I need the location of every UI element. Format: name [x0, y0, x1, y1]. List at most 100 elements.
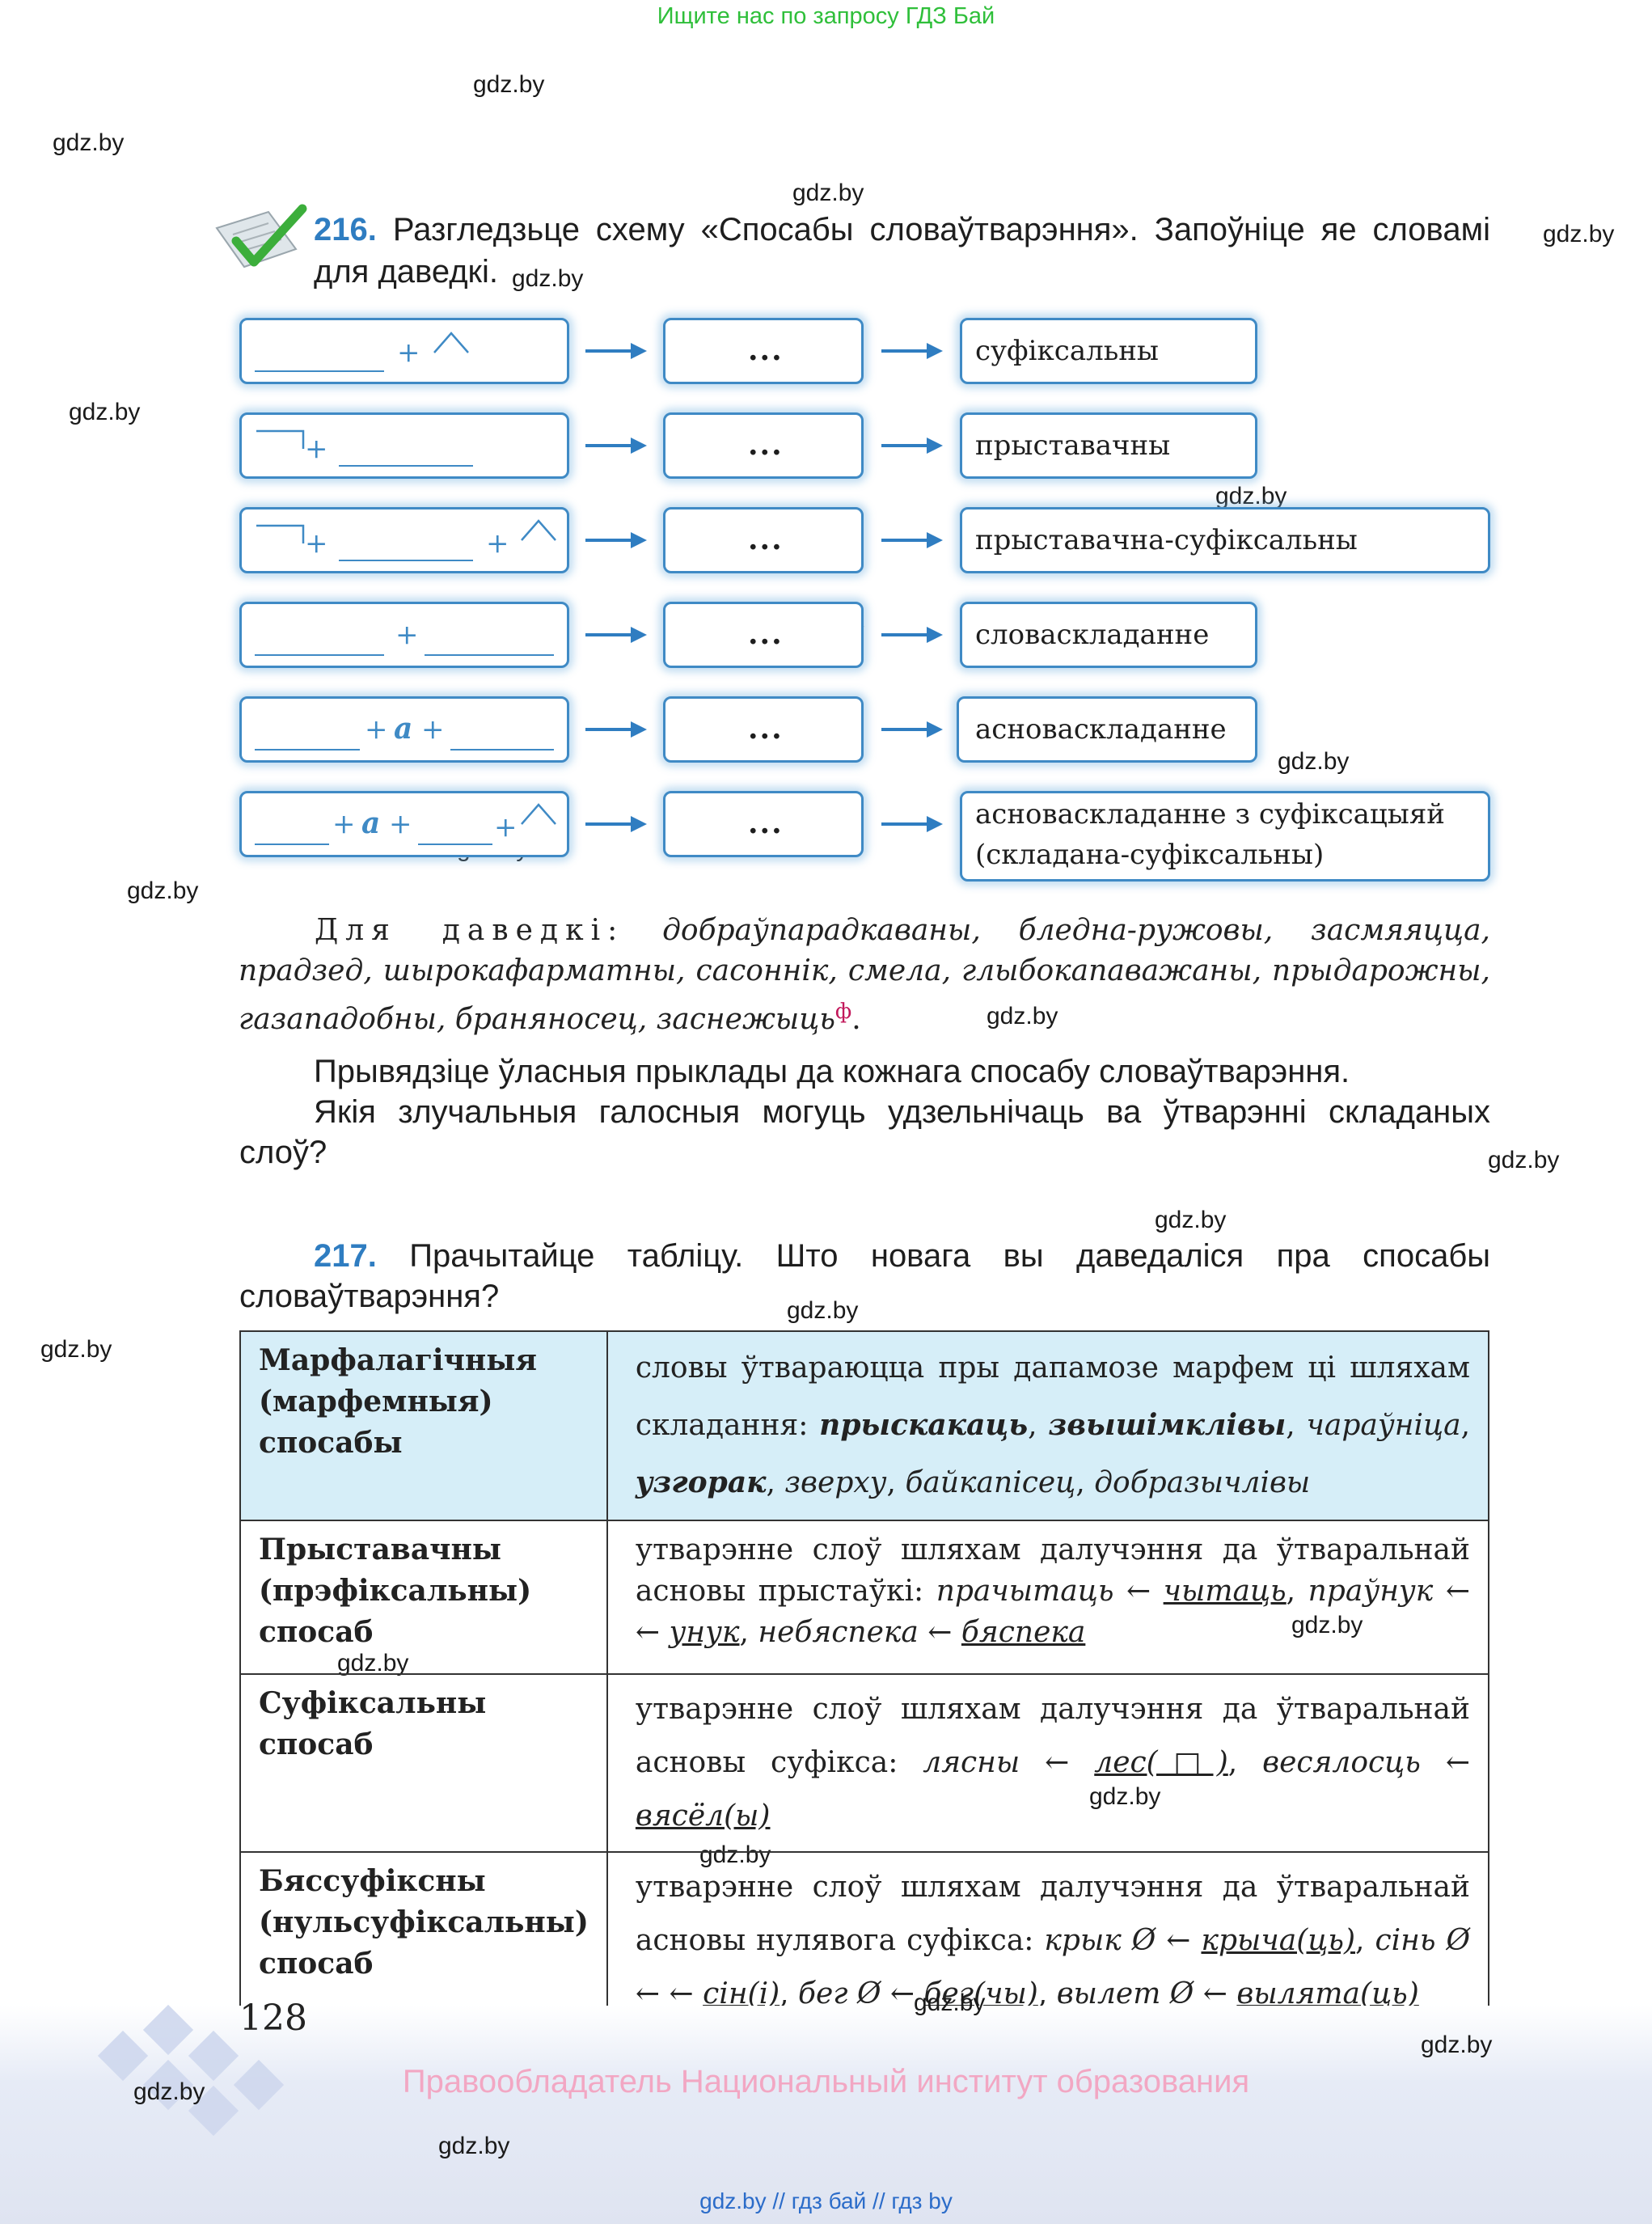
table-row: Прыставачны (прэфіксальны) спосаб утварэ…: [239, 1520, 1490, 1675]
task-216-number: 216.: [314, 212, 377, 247]
table-data-cell: утварэнне слоў шляхам далучэння да ўтвар…: [606, 1520, 1490, 1675]
derivation-arrow: ←: [927, 1616, 953, 1649]
example-word: сін(і): [703, 1977, 780, 2010]
suffix-symbol: [521, 519, 556, 541]
ellipsis: ...: [748, 522, 784, 556]
scheme-result-box: асноваскладанне: [957, 696, 1257, 763]
scheme-formula-box: + a + +: [239, 791, 569, 857]
scheme-formula-box: +: [239, 602, 569, 668]
ellipsis: ...: [748, 617, 784, 651]
plus-sign: +: [421, 713, 445, 746]
derivation-arrow: ←: [1445, 1575, 1470, 1608]
cell-text: словы ўтвараюцца пры дапамозе марфем ці …: [635, 1351, 1470, 1442]
scheme-result-text: словаскладанне: [975, 619, 1210, 651]
ellipsis: ...: [748, 806, 784, 840]
table-header-cell: Марфалагічныя (марфемныя) спосабы: [239, 1330, 608, 1521]
example-word: праўнук: [1308, 1575, 1434, 1608]
watermark: gdz.by: [1278, 748, 1350, 775]
example-word: крык Ø: [1044, 1924, 1156, 1957]
footer-band: [0, 2006, 1652, 2224]
task-216: 216. Разгледзьце схему «Спосабы словаўтв…: [314, 209, 1490, 293]
arrow-right-icon: [881, 721, 943, 738]
header-line: Марфалагічныя: [259, 1343, 537, 1377]
task-217-text: Прачытайце табліцу. Што новага вы даведа…: [239, 1238, 1490, 1314]
example-word: добразычлівы: [1094, 1466, 1311, 1499]
table-header-cell: Суфіксальны спосаб: [239, 1673, 608, 1853]
example-word: зверху: [784, 1466, 887, 1499]
prefix-symbol: [256, 524, 305, 543]
watermark: gdz.by: [1215, 483, 1287, 509]
scheme-blank-box: ...: [663, 791, 864, 857]
scheme-result-text: асноваскладанне: [975, 713, 1227, 746]
header-line: (нульсуфіксальны): [259, 1905, 589, 1939]
top-banner[interactable]: Ищите нас по запросу ГДЗ Бай: [657, 3, 995, 29]
word-formation-table: Марфалагічныя (марфемныя) спосабы словы …: [239, 1330, 1490, 2037]
plus-sign: +: [332, 808, 356, 840]
ellipsis: ...: [748, 712, 784, 746]
example-word: крыча(ць): [1201, 1924, 1355, 1957]
scheme-blank-box: ...: [663, 507, 864, 573]
example-word: прыскакаць: [819, 1408, 1029, 1442]
derivation-arrow: ←: [635, 1977, 661, 2010]
scheme-blank-box: ...: [663, 602, 864, 668]
bottom-links[interactable]: gdz.by // гдз бай // гдз by: [699, 2188, 953, 2213]
example-word: бег Ø: [798, 1977, 881, 2010]
scheme-result-text: прыставачна-суфіксальны: [975, 524, 1358, 556]
reference-words: Для даведкі: добраўпарадкаваны, бледна-р…: [239, 911, 1490, 1040]
arrow-right-icon: [585, 721, 647, 738]
scheme-result-text: прыставачны: [975, 429, 1171, 462]
derivation-arrow: ←: [889, 1977, 915, 2010]
table-data-cell: словы ўтвараюцца пры дапамозе марфем ці …: [606, 1330, 1490, 1521]
example-word: чараўніца: [1306, 1409, 1461, 1442]
header-line: спосаб: [259, 1727, 374, 1761]
example-word: весялосць: [1262, 1746, 1421, 1779]
example-word: лясны: [923, 1746, 1020, 1779]
arrow-right-icon: [881, 816, 943, 832]
ellipsis: ...: [748, 333, 784, 367]
connecting-vowel: a: [394, 712, 413, 746]
diamond-pattern-icon: [97, 2004, 285, 2137]
example-word: унук: [669, 1616, 740, 1649]
scheme-result-box: прыставачны: [960, 412, 1257, 479]
header-line: спосаб: [259, 1615, 374, 1649]
plus-sign: +: [494, 811, 518, 844]
example-word: прачытаць: [936, 1575, 1114, 1608]
table-data-cell: утварэнне слоў шляхам далучэння да ўтвар…: [606, 1673, 1490, 1853]
watermark: gdz.by: [40, 1336, 112, 1363]
watermark: gdz.by: [1488, 1147, 1560, 1173]
ellipsis: ...: [748, 428, 784, 462]
scheme-formula-box: +: [239, 412, 569, 479]
scheme-result-text: (складана-суфіксальны): [975, 839, 1325, 871]
scheme-result-text: асноваскладанне з суфіксацыяй: [975, 798, 1445, 831]
watermark: gdz.by: [792, 180, 864, 206]
derivation-arrow: ←: [1445, 1746, 1470, 1779]
watermark: gdz.by: [133, 2078, 205, 2105]
arrow-right-icon: [585, 438, 647, 454]
watermark: gdz.by: [1543, 221, 1615, 247]
example-word: вясёл(ы): [635, 1799, 771, 1833]
scheme-result-text: суфіксальны: [975, 335, 1159, 367]
header-line: спосабы: [259, 1426, 403, 1460]
suffix-symbol: [521, 803, 556, 825]
derivation-arrow: ←: [1166, 1924, 1191, 1957]
header-line: Прыставачны: [259, 1533, 501, 1567]
task-217-number: 217.: [314, 1238, 377, 1274]
arrow-right-icon: [881, 438, 943, 454]
reference-label: Для даведкі:: [315, 914, 625, 947]
table-header-cell: Прыставачны (прэфіксальны) спосаб: [239, 1520, 608, 1675]
scheme-result-box: словаскладанне: [960, 602, 1257, 668]
arrow-right-icon: [585, 816, 647, 832]
header-line: Бяссуфіксны: [259, 1864, 486, 1898]
scheme-result-box: суфіксальны: [960, 318, 1257, 384]
watermark: gdz.by: [69, 399, 141, 425]
derivation-arrow: ←: [669, 1977, 694, 2010]
plus-sign: +: [305, 527, 328, 560]
scheme-formula-box: + a +: [239, 696, 569, 763]
header-line: (прэфіксальны): [259, 1574, 532, 1608]
cell-text: утварэнне слоў шляхам далучэння да ўтвар…: [635, 1871, 1470, 1957]
example-word: бег(чы): [923, 1977, 1038, 2010]
rights-holder-text: Правообладатель Национальный институт об…: [402, 2064, 1250, 2099]
watermark: gdz.by: [1421, 2032, 1493, 2058]
watermark: gdz.by: [127, 877, 199, 904]
watermark: gdz.by: [1155, 1207, 1227, 1233]
